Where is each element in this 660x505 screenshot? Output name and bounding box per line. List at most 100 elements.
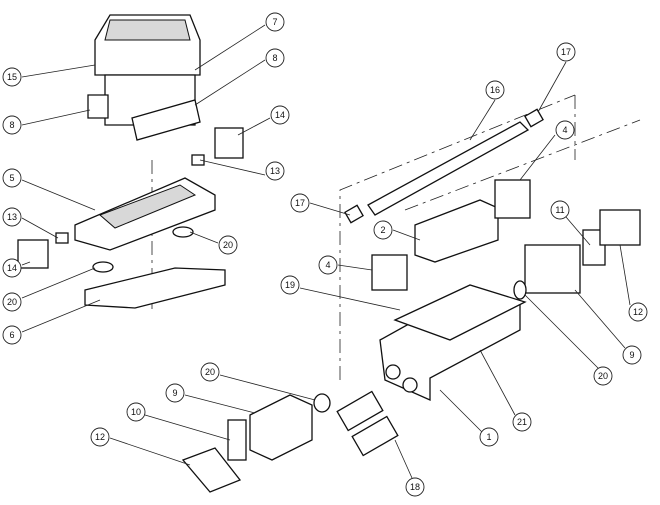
callout-number: 13 [270,166,280,176]
callout-circle [628,302,648,322]
callout-number: 20 [205,367,215,377]
part-block-9-left [249,394,313,461]
callout-number: 15 [7,72,17,82]
callout-9: 9 [165,383,185,403]
callout-19: 19 [280,275,300,295]
callout-number: 17 [561,47,571,57]
part-pin-upper [191,154,205,166]
callout-circle [165,383,185,403]
part-pin-lower [55,232,69,244]
callout-number: 4 [325,260,330,270]
callout-11: 11 [550,200,570,220]
callout-17: 17 [290,193,310,213]
part-fitting-a [336,390,384,432]
callout-number: 1 [486,432,491,442]
callout-9: 9 [622,345,642,365]
callout-circle [512,412,532,432]
callout-number: 13 [7,212,17,222]
callout-circle [2,325,22,345]
callout-circle [2,115,22,135]
callout-circle [218,235,238,255]
callout-20: 20 [2,292,22,312]
callout-2: 2 [373,220,393,240]
callout-20: 20 [200,362,220,382]
callout-circle [2,292,22,312]
part-main-body [379,284,527,402]
part-bracket-upper [214,127,244,159]
part-plate-12-right [599,209,641,246]
callout-4: 4 [318,255,338,275]
callout-circle [2,207,22,227]
callout-number: 7 [272,17,277,27]
part-switch-housing [87,14,201,141]
callout-circle [2,258,22,278]
callout-13: 13 [265,161,285,181]
callout-circle [555,120,575,140]
callout-number: 21 [517,417,527,427]
callout-circle [405,477,425,497]
callout-circle [550,200,570,220]
callout-circle [90,427,110,447]
callout-6: 6 [2,325,22,345]
callout-1: 1 [479,427,499,447]
part-block-4a [494,179,531,219]
callout-15: 15 [2,67,22,87]
callout-5: 5 [2,168,22,188]
center-lines [151,94,641,380]
part-bracket-lower [17,239,49,269]
callout-number: 6 [9,330,14,340]
callout-10: 10 [126,402,146,422]
callout-circle [126,402,146,422]
callout-circle [318,255,338,275]
callout-number: 20 [223,240,233,250]
part-channel [414,199,499,263]
callout-number: 5 [9,173,14,183]
callout-12: 12 [628,302,648,322]
callout-number: 17 [295,198,305,208]
leader-lines [21,24,631,479]
callout-number: 12 [95,432,105,442]
callout-20: 20 [593,366,613,386]
callout-circle [485,80,505,100]
callout-circle [556,42,576,62]
callout-number: 20 [7,297,17,307]
callout-12: 12 [90,427,110,447]
callout-number: 8 [9,120,14,130]
part-base [74,177,216,251]
callout-number: 18 [410,482,420,492]
part-block-9-right [524,244,581,294]
callout-circle [280,275,300,295]
part-plate-12-left [181,447,242,493]
callout-14: 14 [270,105,290,125]
callout-number: 2 [380,225,385,235]
callout-circle [622,345,642,365]
callout-14: 14 [2,258,22,278]
part-plate [84,267,226,309]
callout-group: 1578814135132014206171641711241912920211… [2,12,648,497]
callout-7: 7 [265,12,285,32]
callout-number: 12 [633,307,643,317]
callout-circle [593,366,613,386]
callout-number: 8 [272,53,277,63]
callout-8: 8 [265,48,285,68]
callout-number: 19 [285,280,295,290]
callout-8: 8 [2,115,22,135]
callout-4: 4 [555,120,575,140]
callout-circle [479,427,499,447]
part-fitting-b [351,415,399,457]
callout-circle [290,193,310,213]
callout-number: 14 [275,110,285,120]
part-ring-20d [313,393,331,413]
callout-13: 13 [2,207,22,227]
callout-number: 9 [172,388,177,398]
callout-number: 10 [131,407,141,417]
callout-circle [265,12,285,32]
part-ring-20a [172,226,194,238]
callout-circle [2,67,22,87]
callout-18: 18 [405,477,425,497]
callout-circle [2,168,22,188]
callout-17: 17 [556,42,576,62]
part-lever-10 [227,419,247,461]
part-shaft [344,108,544,224]
